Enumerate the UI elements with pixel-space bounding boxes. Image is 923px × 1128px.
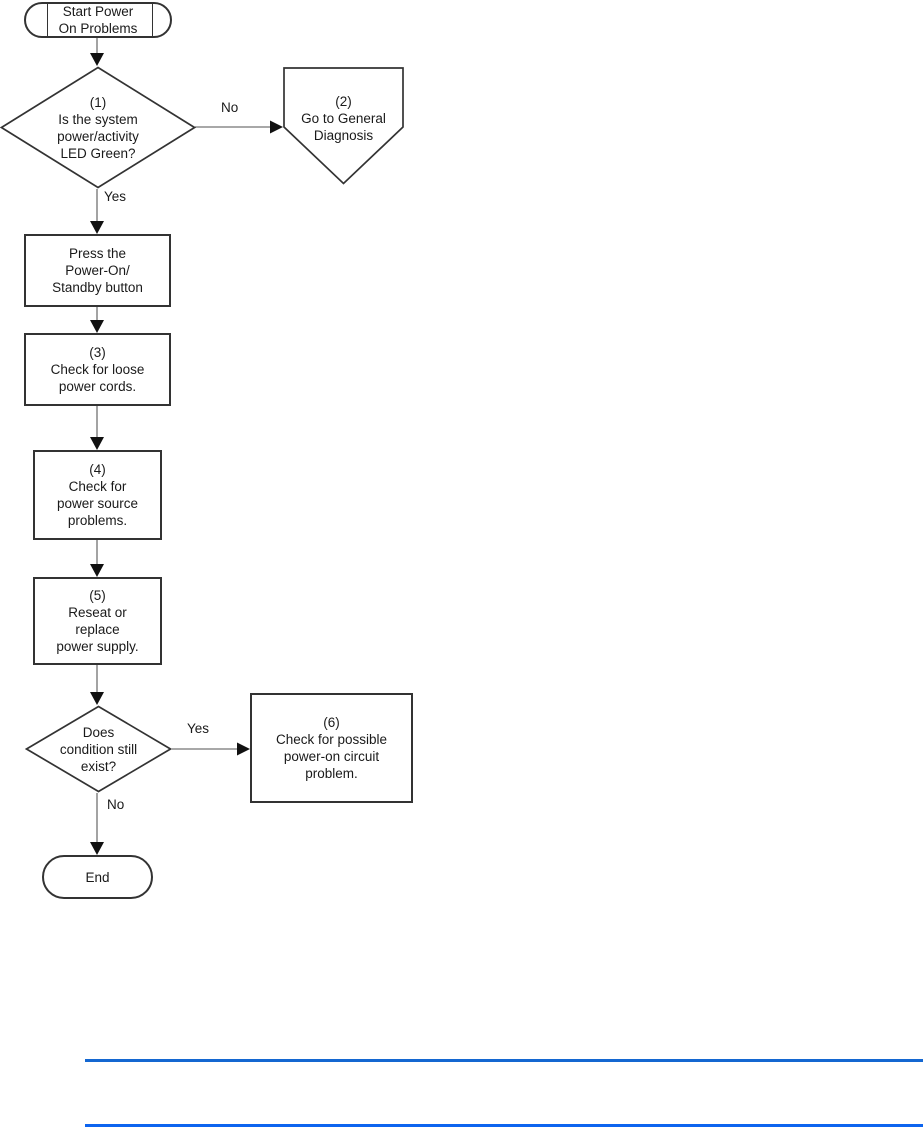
- node-text-line: Check for loose: [50, 362, 145, 377]
- node-end-terminator: End: [42, 855, 153, 899]
- edge-label-yes-2: Yes: [187, 721, 210, 736]
- arrowhead-press-to-p3: [90, 320, 104, 333]
- node-text-line: Diagnosis: [313, 128, 374, 143]
- node-text-line: power source: [56, 496, 139, 511]
- node-text-line: On Problems: [58, 21, 138, 36]
- node-text-line: condition still: [59, 741, 138, 757]
- node-text-line: (2): [335, 94, 352, 109]
- process4-label: (4) Check for power source problems.: [57, 461, 138, 529]
- process-reseat-power-supply: (5) Reseat or replace power supply.: [33, 577, 162, 665]
- process-press-power-button: Press the Power-On/ Standby button: [24, 234, 171, 307]
- node-text-line: Go to General: [301, 111, 386, 126]
- process-check-power-source: (4) Check for power source problems.: [33, 450, 162, 540]
- node-text-line: problems.: [67, 513, 128, 528]
- process6-label: (6) Check for possible power-on circuit …: [276, 714, 387, 782]
- arrowhead-decision1-no: [270, 120, 283, 134]
- diamond-shape: [0, 66, 196, 189]
- node-text-line: Power-On/: [65, 263, 130, 278]
- node-start-terminator: Start Power On Problems: [24, 2, 172, 38]
- arrowhead-decision1-yes: [90, 221, 104, 234]
- node-text-line: Does: [82, 724, 115, 740]
- decision1-label: (1) Is the system power/activity LED Gre…: [57, 94, 139, 162]
- process5-label: (5) Reseat or replace power supply.: [56, 587, 138, 655]
- decision-power-led-green: (1) Is the system power/activity LED Gre…: [0, 66, 196, 189]
- divider-rule-top: [85, 1059, 923, 1062]
- arrowhead-decision2-yes: [237, 742, 250, 756]
- offpage-connector-shape: [283, 67, 404, 185]
- node-text-line: (3): [89, 345, 106, 360]
- node-text-line: Start Power: [62, 4, 134, 19]
- node-end-label: End: [85, 869, 109, 886]
- node-text-line: problem.: [305, 766, 358, 781]
- node-start-label: Start Power On Problems: [59, 3, 138, 37]
- decision-condition-still-exists: Does condition still exist?: [25, 705, 172, 793]
- node-text-line: Reseat or: [68, 605, 127, 620]
- node-text-line: (4): [89, 462, 106, 477]
- node-text-line: (6): [323, 715, 340, 730]
- arrowhead-start-to-decision1: [90, 53, 104, 66]
- terminator-inner-line-right: [152, 3, 153, 37]
- node-text-line: power cords.: [58, 379, 137, 394]
- node-text-line: Press the: [68, 246, 126, 261]
- diamond-outline: [25, 705, 172, 793]
- node-text-line: Check for: [68, 479, 127, 494]
- edge-label-no-2: No: [107, 797, 125, 812]
- diamond-outline: [0, 66, 196, 189]
- node-text-line: power/activity: [57, 128, 139, 144]
- node-text-line: Is the system: [58, 111, 138, 127]
- terminator-inner-line-left: [47, 3, 48, 37]
- node-text-line: replace: [75, 622, 120, 637]
- offpage-connector-outline: [283, 67, 404, 185]
- arrowhead-p4-to-p5: [90, 564, 104, 577]
- node-text-line: Standby button: [52, 280, 143, 295]
- offpage-connector-general-diagnosis: (2) Go to General Diagnosis: [283, 67, 404, 185]
- process-press-label: Press the Power-On/ Standby button: [52, 245, 143, 296]
- edge-label-yes-1: Yes: [104, 189, 127, 204]
- decision2-label: Does condition still exist?: [60, 724, 137, 775]
- arrowhead-p3-to-p4: [90, 437, 104, 450]
- process3-label: (3) Check for loose power cords.: [51, 344, 145, 395]
- process-check-loose-power-cords: (3) Check for loose power cords.: [24, 333, 171, 406]
- diamond-shape: [25, 705, 172, 793]
- node-text-line: power-on circuit: [283, 749, 380, 764]
- arrowhead-p5-to-decision2: [90, 692, 104, 705]
- node-text-line: (1): [89, 94, 107, 110]
- process-check-power-on-circuit: (6) Check for possible power-on circuit …: [250, 693, 413, 803]
- offpage-connector-label: (2) Go to General Diagnosis: [301, 93, 386, 144]
- node-text-line: power supply.: [56, 639, 139, 654]
- node-text-line: exist?: [80, 758, 117, 774]
- node-text-line: Check for possible: [275, 732, 388, 747]
- node-text-line: LED Green?: [60, 145, 136, 161]
- edge-label-no-1: No: [221, 100, 239, 115]
- node-text-line: (5): [89, 588, 106, 603]
- node-text-line: End: [85, 869, 110, 885]
- arrowhead-decision2-no: [90, 842, 104, 855]
- divider-rule-bottom: [85, 1124, 923, 1127]
